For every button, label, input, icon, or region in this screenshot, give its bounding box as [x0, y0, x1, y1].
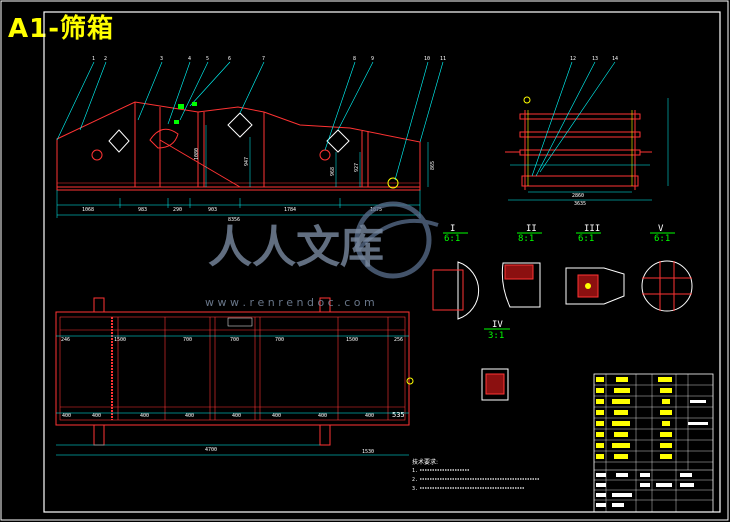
drawing-title: A1-筛箱	[8, 14, 115, 44]
dim-903: 903	[208, 207, 217, 213]
inner-frame	[43, 11, 721, 513]
dim-height-5: 865	[430, 161, 436, 170]
end-view	[505, 61, 669, 201]
dim-1068: 1068	[82, 207, 94, 213]
part-label-11: 11	[440, 56, 446, 62]
plan-dim-1500a: 1500	[114, 337, 126, 343]
plan-bdim-3: 400	[140, 413, 149, 419]
plan-bdim-7: 400	[318, 413, 327, 419]
dim-2860: 2860	[572, 193, 584, 199]
plan-view	[55, 297, 414, 456]
part-label-7: 7	[262, 56, 265, 62]
part-label-1: 1	[92, 56, 95, 62]
dim-height-4: 968	[330, 167, 336, 176]
part-label-3: 3	[160, 56, 163, 62]
detail-I-scale: 6:1	[444, 234, 460, 244]
note-1: 1.	[412, 468, 418, 474]
dim-height-2: 947	[244, 157, 250, 166]
plan-bdim-6: 400	[272, 413, 281, 419]
plan-dim-700a: 700	[183, 337, 192, 343]
detail-IV-label: IV	[492, 320, 503, 330]
detail-II-scale: 8:1	[518, 234, 534, 244]
part-label-4: 4	[188, 56, 191, 62]
plan-dim-700c: 700	[275, 337, 284, 343]
detail-V-scale: 6:1	[654, 234, 670, 244]
part-label-8: 8	[353, 56, 356, 62]
part-label-14: 14	[612, 56, 618, 62]
plan-bdim-1: 400	[62, 413, 71, 419]
plan-bdim-5: 400	[232, 413, 241, 419]
plan-dim-1530: 1530	[362, 449, 374, 455]
dim-290: 290	[173, 207, 182, 213]
dim-total: 8356	[228, 217, 240, 223]
dim-983: 983	[138, 207, 147, 213]
detail-I-label: I	[450, 224, 455, 234]
plan-dim-256: 256	[394, 337, 403, 343]
dim-height-1: 1080	[194, 148, 200, 160]
watermark-url: w w w . r e n r e n d o c . c o m	[205, 296, 375, 309]
detail-III-scale: 6:1	[578, 234, 594, 244]
detail-II-label: II	[526, 224, 537, 234]
plan-dim-700b: 700	[230, 337, 239, 343]
detail-III-label: III	[584, 224, 600, 234]
dim-3635: 3635	[574, 201, 586, 207]
plan-bdim-4: 400	[185, 413, 194, 419]
plan-bdim-2: 400	[92, 413, 101, 419]
watermark-text: 人人文库	[208, 222, 384, 273]
part-label-12: 12	[570, 56, 576, 62]
dim-height-3: 927	[354, 163, 360, 172]
part-label-5: 5	[206, 56, 209, 62]
detail-views	[432, 232, 693, 401]
plan-bdim-8: 400	[365, 413, 374, 419]
watermark	[354, 201, 439, 279]
plan-dim-4700: 4700	[205, 447, 217, 453]
detail-IV-scale: 3:1	[488, 331, 504, 341]
plan-dim-1500b: 1500	[346, 337, 358, 343]
plan-dim-246: 246	[61, 337, 70, 343]
plan-dim-535: 535	[392, 411, 405, 419]
title-block	[593, 373, 714, 513]
part-label-10: 10	[424, 56, 430, 62]
part-label-13: 13	[592, 56, 598, 62]
note-3: 3.	[412, 486, 418, 492]
note-2: 2.	[412, 477, 418, 483]
notes-heading: 技术要求:	[412, 458, 438, 466]
dim-1784: 1784	[284, 207, 296, 213]
part-label-2: 2	[104, 56, 107, 62]
part-label-9: 9	[371, 56, 374, 62]
part-label-6: 6	[228, 56, 231, 62]
side-view	[56, 61, 444, 218]
detail-V-label: V	[658, 224, 664, 234]
